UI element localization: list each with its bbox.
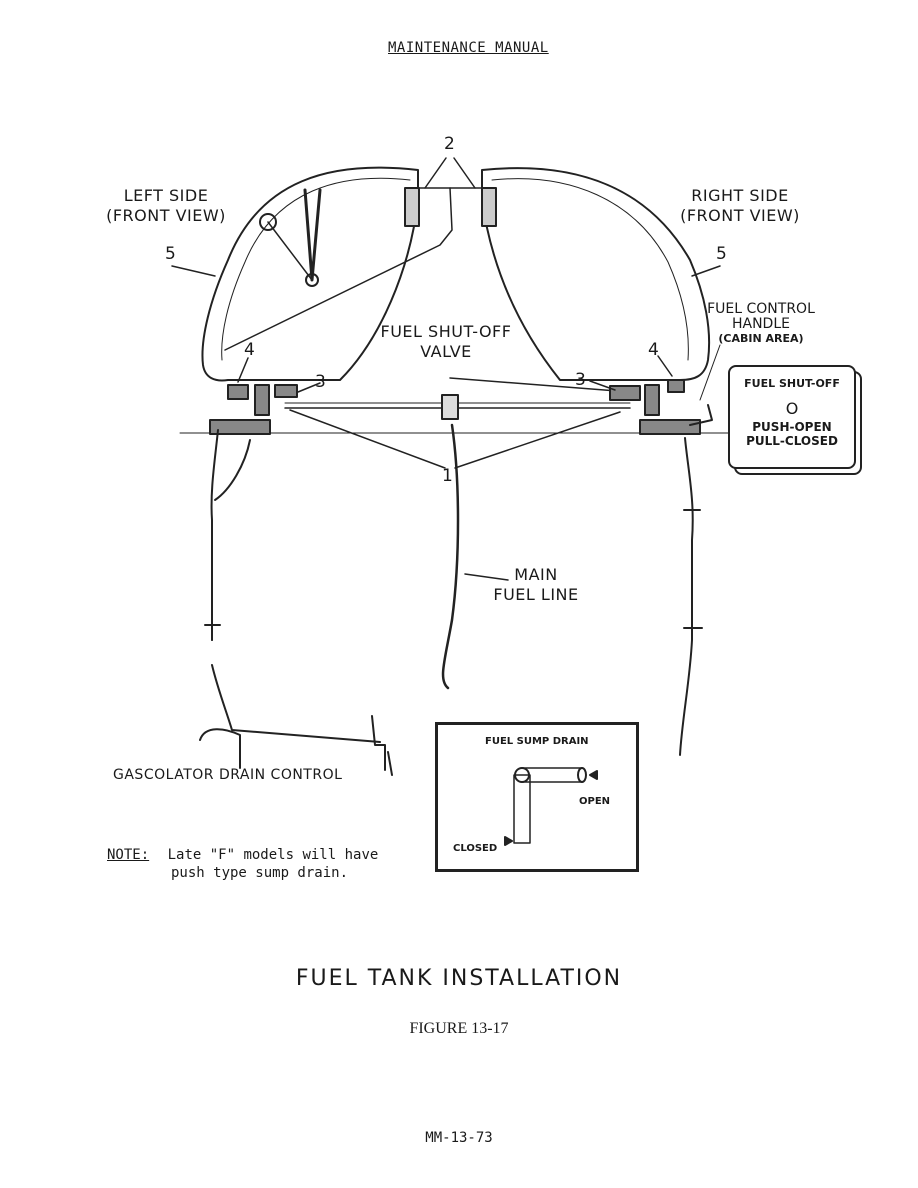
left-sight-gauge	[303, 188, 322, 282]
gascolator-control	[211, 664, 381, 743]
left-drain-line	[210, 429, 219, 641]
leader-4-left	[237, 357, 249, 383]
page-number: MM-13-73	[425, 1130, 493, 1146]
callout-5-left: 5	[165, 244, 176, 264]
main-fuel-line	[441, 423, 460, 690]
leader-handle	[699, 344, 721, 401]
sump-drain-inset: FUEL SUMP DRAIN OPEN CLOSED	[435, 722, 639, 872]
left-side-label: LEFT SIDE (FRONT VIEW)	[106, 186, 226, 225]
callout-5-right: 5	[716, 244, 727, 264]
right-center-bracket	[481, 187, 497, 227]
right-drain-line	[679, 437, 694, 756]
fuel-shutoff-valve-label: FUEL SHUT-OFF VALVE	[380, 322, 512, 361]
leader-3-left	[297, 382, 321, 393]
leader-3-right	[589, 380, 616, 391]
right-tank-outline	[481, 167, 711, 381]
placard-pull: PULL-CLOSED	[746, 434, 838, 448]
main-fuel-line-label: MAIN FUEL LINE	[493, 565, 579, 604]
note-label: NOTE:	[107, 847, 150, 863]
leader-main-fuel	[464, 573, 509, 581]
placard-title: FUEL SHUT-OFF	[744, 377, 840, 390]
left-center-bracket	[404, 187, 420, 227]
callout-1: 1	[442, 466, 453, 486]
placard-knob-icon: O	[785, 399, 799, 418]
left-tank-inner	[221, 177, 411, 361]
leader-5-left	[171, 265, 216, 277]
figure-title: FUEL TANK INSTALLATION	[295, 966, 623, 991]
leader-1	[289, 409, 621, 469]
note-line2: push type sump drain.	[171, 865, 349, 881]
shutoff-valve-body	[441, 394, 459, 420]
placard-push: PUSH-OPEN	[752, 420, 832, 434]
right-tank-inner	[491, 178, 689, 361]
leader-2	[424, 157, 476, 189]
sump-closed-label: CLOSED	[453, 843, 498, 854]
note-block: NOTE: Late "F" models will have push typ…	[107, 846, 378, 882]
leader-4-right	[657, 355, 673, 377]
gascolator-label: GASCOLATOR DRAIN CONTROL	[113, 767, 343, 783]
figure-number: FIGURE 13-17	[409, 1020, 509, 1037]
left-tank-outline	[201, 166, 419, 382]
callout-4-left: 4	[244, 340, 255, 360]
sump-drain-tube	[513, 774, 531, 844]
sump-open-label: OPEN	[579, 796, 611, 807]
note-line1: Late "F" models will have	[167, 847, 379, 863]
sump-drain-title: FUEL SUMP DRAIN	[485, 736, 589, 747]
manual-header: MAINTENANCE MANUAL	[388, 40, 549, 56]
leader-5-right	[691, 265, 721, 277]
fuel-shutoff-placard: FUEL SHUT-OFF O PUSH-OPEN PULL-CLOSED	[728, 365, 856, 469]
callout-3-left: 3	[315, 372, 326, 392]
callout-4-right: 4	[648, 340, 659, 360]
right-side-label: RIGHT SIDE (FRONT VIEW)	[680, 186, 800, 225]
fuel-control-handle-label: FUEL CONTROL HANDLE (CABIN AREA)	[707, 301, 815, 346]
callout-3-right: 3	[575, 370, 586, 390]
callout-2: 2	[444, 134, 455, 154]
